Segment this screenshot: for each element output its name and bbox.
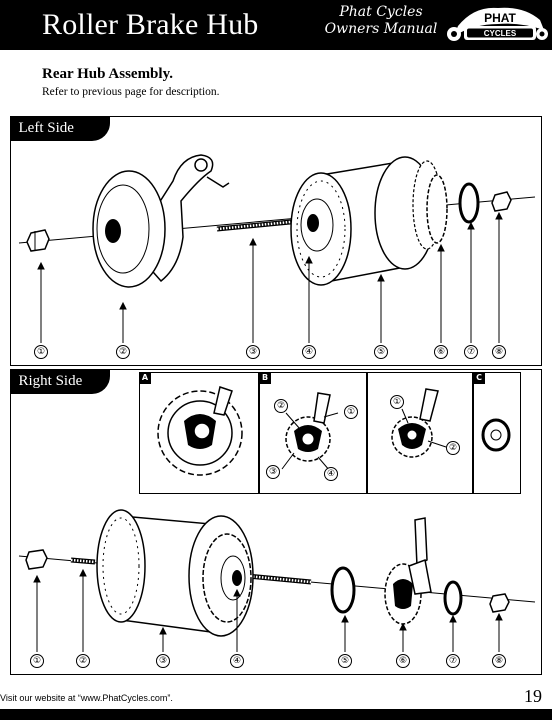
left-callout-4: ④ [302, 345, 316, 359]
right-lock-washer-drawing [443, 580, 463, 616]
website-note: Visit our website at “www.PhatCycles.com… [0, 693, 173, 703]
right-hub-shell-drawing [96, 509, 212, 633]
right-callout-4: ④ [230, 654, 244, 668]
sprocket-drawing [426, 174, 448, 244]
detail-letter-c: C [473, 372, 485, 384]
detail-letter-a: A [139, 372, 151, 384]
detail-letter-b: B [259, 372, 271, 384]
page-title: Roller Brake Hub [42, 8, 259, 41]
left-callout-1: ① [34, 345, 48, 359]
page-header: Roller Brake Hub Phat Cycles Owners Manu… [0, 0, 552, 50]
right-callout-7: ⑦ [446, 654, 460, 668]
section-description: Refer to previous page for description. [42, 86, 220, 98]
detail-panel-a: A [139, 372, 259, 494]
detail-panel-c: C [473, 372, 521, 494]
brake-unit-drawing [92, 154, 230, 288]
footer-bar [0, 709, 552, 720]
left-axle-nut-drawing [26, 229, 50, 252]
detail-b-callout-4: ④ [324, 467, 338, 481]
right-axle-drawing [70, 557, 312, 585]
detail-subpanels: A B ② ① ③ ④ [139, 372, 521, 494]
right-callout-8: ⑧ [492, 654, 506, 668]
right-callout-2: ② [76, 654, 90, 668]
left-callout-2: ② [116, 345, 130, 359]
detail-c-drawing [481, 418, 511, 452]
washer-drawing [458, 182, 480, 224]
right-callout-5: ⑤ [338, 654, 352, 668]
hub-shell-drawing [290, 156, 442, 286]
right-callout-6: ⑥ [396, 654, 410, 668]
right-callout-3: ③ [156, 654, 170, 668]
manual-subtitle: Phat Cycles Owners Manual [316, 4, 446, 38]
detail-b-callout-2: ② [274, 399, 288, 413]
detail-b-drawing [281, 392, 339, 472]
left-callout-6: ⑥ [434, 345, 448, 359]
detail-b-callout-3: ③ [266, 465, 280, 479]
right-sprocket-drawing [188, 515, 254, 637]
subtitle-line-1: Phat Cycles [339, 4, 423, 20]
section-heading: Rear Hub Assembly. [42, 66, 173, 82]
left-side-panel: Left Side [9, 115, 542, 366]
detail-b2-callout-1: ① [390, 395, 404, 409]
detail-b2-callout-2: ② [446, 441, 460, 455]
right-axle-nut-drawing [491, 191, 512, 212]
left-side-label: Left Side [9, 115, 110, 141]
right-brake-plate-drawing [384, 517, 432, 625]
left-callout-8: ⑧ [492, 345, 506, 359]
right-washer-drawing [330, 566, 356, 614]
detail-panel-b: B ② ① ③ ④ [259, 372, 367, 494]
detail-b-callout-1: ① [344, 405, 358, 419]
logo-text-top: PHAT [484, 11, 516, 25]
logo-text-bottom: CYCLES [484, 29, 517, 38]
phat-cycles-logo: PHAT CYCLES [447, 7, 548, 41]
left-side-exploded-diagram [18, 154, 536, 343]
right-side-label: Right Side [9, 368, 110, 394]
left-callout-5: ⑤ [374, 345, 388, 359]
detail-a-drawing [157, 386, 243, 476]
left-callout-7: ⑦ [464, 345, 478, 359]
page-number: 19 [524, 686, 542, 706]
right-axle-right-nut-drawing [489, 593, 510, 613]
left-callout-3: ③ [246, 345, 260, 359]
right-axle-left-nut-drawing [25, 549, 48, 570]
right-side-exploded-diagram [18, 509, 536, 652]
right-side-panel: Right Side A B [9, 368, 542, 675]
detail-panel-b2: ① ② [367, 372, 473, 494]
detail-b2-drawing [391, 388, 447, 458]
right-callout-1: ① [30, 654, 44, 668]
subtitle-line-2: Owners Manual [324, 21, 438, 37]
